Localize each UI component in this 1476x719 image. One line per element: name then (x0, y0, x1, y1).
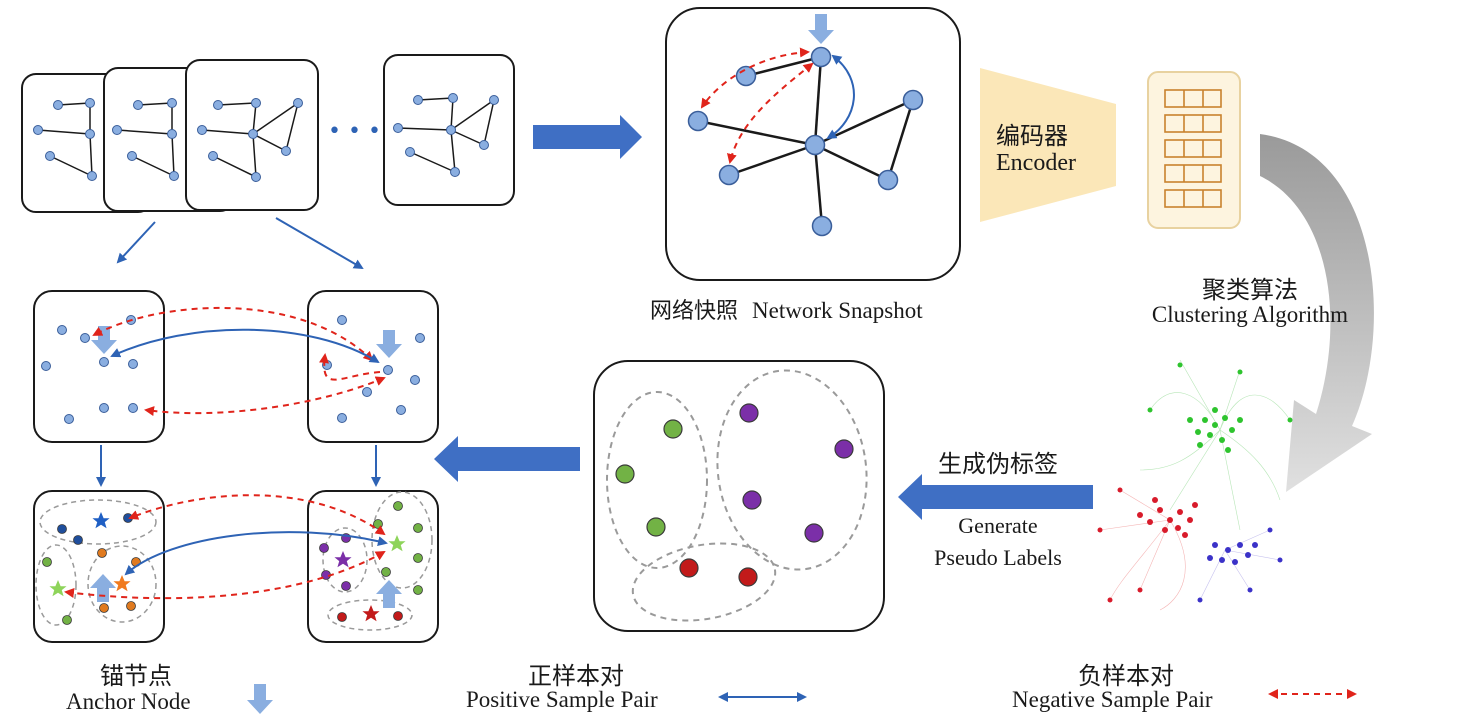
embedding-matrix (1147, 71, 1241, 229)
clustering-label-cn: 聚类算法 (1202, 276, 1298, 304)
pseudo-label-en-line2: Pseudo Labels (934, 545, 1062, 570)
view-negative-pair-arrow-bottom (144, 376, 386, 417)
green-cluster-nodes (615, 419, 683, 537)
clustering-label-en: Clustering Algorithm (1151, 302, 1349, 327)
right-view-anchor-marker (376, 330, 402, 358)
clusters-to-contrast-arrow (434, 436, 580, 482)
left-view-frame (33, 290, 165, 443)
left-labeled-view-frame (33, 490, 165, 643)
stack-to-right-view-arrow (275, 217, 364, 270)
red-star-icon (362, 605, 380, 622)
green-star-icon (49, 580, 67, 597)
positive-legend-cn: 正样本对 (528, 662, 624, 690)
positive-legend-en: Positive Sample Pair (466, 687, 658, 712)
snapshot-stack (21, 54, 515, 213)
network-positive-pair-arrow (826, 54, 855, 140)
purple-cluster-nodes (739, 403, 854, 543)
ellipsis-dots: • • • (328, 119, 381, 144)
encoder-trapezoid (980, 68, 1116, 222)
stack-to-left-view-arrow (116, 221, 156, 264)
green-star-icon-right (388, 535, 406, 552)
pseudo-label-cn: 生成伪标签 (938, 450, 1058, 478)
purple-cluster-outline (716, 369, 868, 571)
network-anchor-marker (808, 14, 834, 44)
view-negative-pair-arrow-top (92, 306, 374, 362)
network-snapshot-cn: 网络快照 (650, 299, 739, 324)
snapshot-card-nodes (33, 93, 499, 182)
encoder-label-en: Encoder (996, 150, 1076, 176)
snapshot-card-graphs (37, 97, 495, 178)
cluster-graph-visualization (1097, 359, 1293, 611)
view-positive-pair-arrow (110, 328, 380, 364)
network-snapshot-en: Network Snapshot (752, 298, 923, 323)
clustering-curved-arrow (1260, 134, 1374, 492)
anchor-legend-en: Anchor Node (66, 689, 191, 714)
cluster-outlines (606, 369, 868, 622)
network-negative-pair-arrow-2 (726, 62, 814, 164)
red-cluster-nodes (679, 558, 758, 587)
blue-star-icon (92, 512, 110, 529)
snapshot-to-network-arrow (533, 115, 642, 159)
green-cluster-outline (606, 391, 708, 569)
right-labeled-view-frame (307, 490, 439, 643)
anchor-legend-icon (247, 684, 273, 714)
labeled-negative-pair-arrow-top (128, 494, 386, 536)
encoder-label-cn: 编码器 (996, 122, 1068, 150)
pseudo-label-arrow (898, 474, 1093, 520)
negative-legend-cn: 负样本对 (1078, 662, 1174, 690)
negative-legend-en: Negative Sample Pair (1012, 687, 1213, 712)
labeled-negative-pair-arrow-bottom (64, 551, 386, 600)
pseudo-label-en-line1: Generate (958, 513, 1038, 538)
network-snapshot-caption: 网络快照 Network Snapshot (650, 293, 923, 325)
red-cluster-outline (631, 542, 777, 622)
anchor-legend-cn: 锚节点 (100, 662, 172, 690)
anchor-node (810, 46, 832, 68)
